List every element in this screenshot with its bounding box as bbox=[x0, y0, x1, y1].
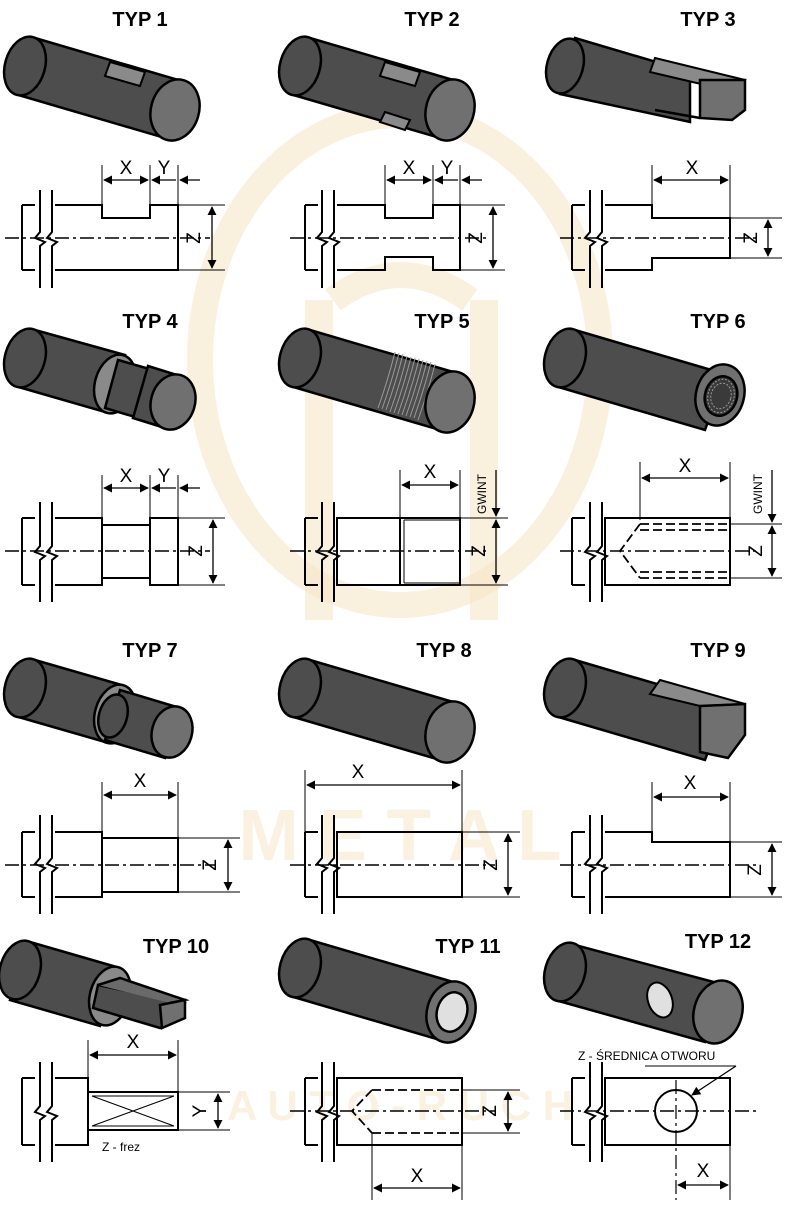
shaft-3d-typ1 bbox=[2, 35, 201, 142]
dim-gwint-typ6: GWINT bbox=[751, 473, 765, 514]
watermark-line2: A U T O - R U C H bbox=[227, 1082, 573, 1129]
dim-x-typ8: X bbox=[352, 762, 365, 783]
tech-drawing-typ9 bbox=[560, 782, 782, 914]
tech-drawing-typ11 bbox=[290, 1062, 520, 1200]
type-title-12: TYP 12 bbox=[685, 931, 751, 953]
type-title-1: TYP 1 bbox=[112, 9, 167, 31]
tech-drawing-typ10 bbox=[21, 1040, 230, 1162]
dim-x-typ7: X bbox=[134, 771, 147, 792]
dim-z-typ11: Z bbox=[480, 1105, 501, 1117]
dim-z-typ3: Z bbox=[741, 232, 762, 244]
type-title-2: TYP 2 bbox=[404, 9, 459, 31]
dim-x-typ4: X bbox=[120, 466, 133, 487]
dim-z-typ5: Z bbox=[469, 545, 490, 557]
dim-x-typ3: X bbox=[686, 158, 699, 179]
shaft-3d-typ10 bbox=[0, 939, 190, 1030]
tech-drawing-typ1 bbox=[5, 165, 225, 288]
shaft-3d-typ8 bbox=[277, 657, 476, 764]
dim-x-typ5: X bbox=[424, 462, 437, 483]
shaft-3d-typ12 bbox=[542, 941, 744, 1045]
dim-y-typ10: Y bbox=[190, 1104, 211, 1117]
type-title-4: TYP 4 bbox=[122, 311, 178, 333]
dim-x-typ1: X bbox=[120, 158, 133, 179]
frez-label: Z - frez bbox=[102, 1140, 140, 1154]
dim-x-typ9: X bbox=[684, 773, 697, 794]
dim-z-typ8: Z bbox=[481, 859, 502, 871]
shaft-3d-typ9 bbox=[542, 657, 747, 762]
srednica-label: Z - ŚREDNICA OTWORU bbox=[578, 1048, 715, 1063]
shaft-3d-typ7 bbox=[2, 657, 194, 760]
dim-y-typ1: Y bbox=[158, 158, 171, 179]
dim-z-typ4: Z bbox=[186, 545, 207, 557]
tech-drawing-typ3 bbox=[560, 165, 782, 288]
dim-x-typ11: X bbox=[411, 1166, 424, 1187]
dim-gwint-typ5: GWINT bbox=[475, 473, 489, 514]
dim-y-typ2: Y bbox=[441, 158, 454, 179]
shaft-3d-typ2 bbox=[277, 35, 476, 142]
shaft-3d-typ5 bbox=[277, 327, 476, 434]
tech-drawing-typ7 bbox=[5, 782, 240, 914]
type-title-5: TYP 5 bbox=[414, 311, 469, 333]
type-title-10: TYP 10 bbox=[143, 936, 209, 958]
tech-drawing-typ12 bbox=[560, 1062, 760, 1200]
tech-drawing-typ4 bbox=[5, 475, 225, 602]
dim-z-typ2: Z bbox=[466, 232, 487, 244]
dim-x-typ12: X bbox=[697, 1161, 710, 1182]
type-title-3: TYP 3 bbox=[680, 9, 735, 31]
type-title-11: TYP 11 bbox=[435, 936, 500, 958]
dim-z-typ1: Z bbox=[184, 232, 205, 244]
tech-drawing-typ5 bbox=[290, 470, 508, 602]
dim-y-typ4: Y bbox=[158, 466, 171, 487]
type-title-7: TYP 7 bbox=[122, 640, 177, 662]
tech-drawing-typ2 bbox=[290, 165, 505, 288]
tech-drawing-typ6 bbox=[560, 462, 782, 602]
dim-x-typ2: X bbox=[403, 158, 416, 179]
shaft-3d-typ3 bbox=[544, 36, 747, 124]
dim-z-typ9: Z bbox=[745, 864, 766, 876]
shaft-3d-typ4 bbox=[2, 327, 197, 431]
tech-drawing-typ8 bbox=[290, 770, 520, 914]
type-title-6: TYP 6 bbox=[690, 311, 745, 333]
type-title-8: TYP 8 bbox=[416, 640, 471, 662]
dim-x-typ6: X bbox=[679, 456, 692, 477]
watermark-line1: M E T A L bbox=[239, 796, 562, 876]
dim-z-typ6: Z bbox=[746, 545, 767, 557]
shaft-3d-typ6 bbox=[542, 327, 746, 432]
dim-x-typ10: X bbox=[127, 1032, 140, 1053]
dim-z-typ7: Z bbox=[200, 859, 221, 871]
type-title-9: TYP 9 bbox=[690, 640, 745, 662]
shaft-3d-typ11 bbox=[277, 937, 477, 1044]
